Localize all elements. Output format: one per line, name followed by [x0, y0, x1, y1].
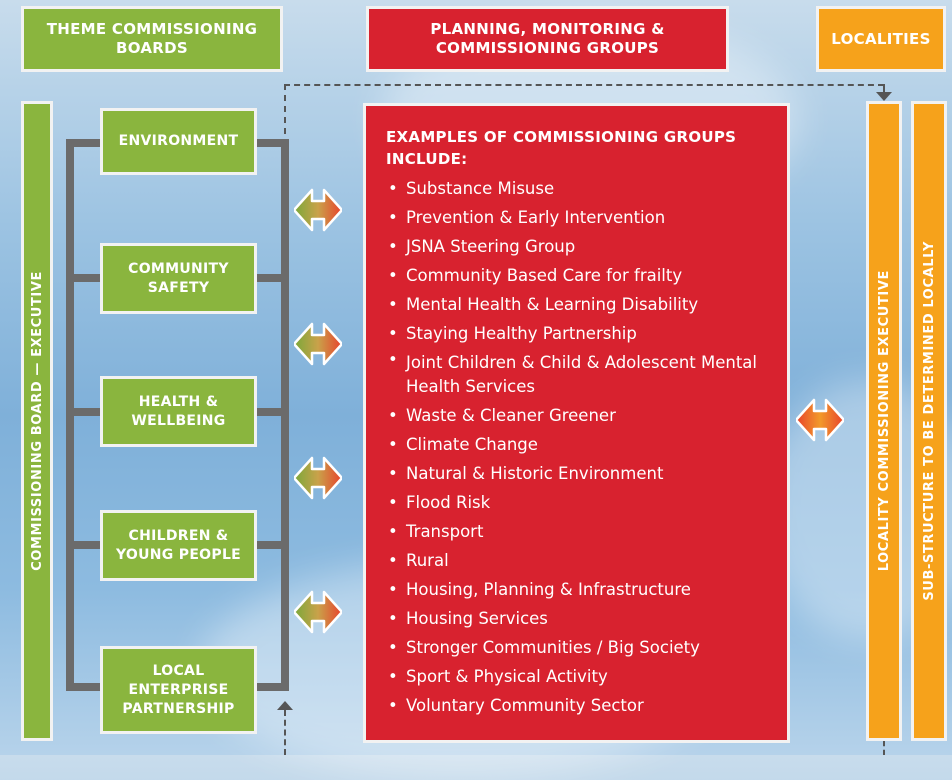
double-arrow-icon [796, 398, 844, 442]
commissioning-group-item: Waste & Cleaner Greener [384, 401, 771, 430]
theme-board-label: ENVIRONMENT [118, 133, 239, 149]
dashed-connector [284, 710, 286, 755]
commissioning-group-item: Rural [384, 546, 771, 575]
commissioning-group-item: Sport & Physical Activity [384, 662, 771, 691]
dashed-arrowhead-icon [876, 92, 892, 101]
theme-boards-header: THEME COMMISSIONING BOARDS [21, 6, 283, 72]
commissioning-group-label: Substance Misuse [406, 179, 555, 198]
commissioning-group-item: Transport [384, 517, 771, 546]
commissioning-group-label: Climate Change [406, 435, 538, 454]
theme-board-health-wellbeing: HEALTH & WELLBEING [100, 376, 257, 447]
double-arrow-icon [294, 590, 342, 634]
theme-board-local-enterprise-partnership: LOCAL ENTERPRISE PARTNERSHIP [100, 646, 257, 734]
locality-commissioning-executive: LOCALITY COMMISSIONING EXECUTIVE [866, 101, 902, 741]
commissioning-groups-box: EXAMPLES OF COMMISSIONING GROUPS INCLUDE… [363, 103, 790, 743]
commissioning-group-label: Natural & Historic Environment [406, 464, 664, 483]
planning-groups-header-label: PLANNING, MONITORING & COMMISSIONING GRO… [430, 20, 665, 57]
theme-board-community-safety: COMMUNITY SAFETY [100, 243, 257, 314]
commissioning-group-item: Staying Healthy Partnership [384, 319, 771, 348]
dashed-arrowhead-icon [277, 701, 293, 710]
double-arrow-icon [294, 456, 342, 500]
bracket-stub [66, 683, 102, 691]
commissioning-group-label: Stronger Communities / Big Society [406, 638, 700, 657]
double-arrow-icon [294, 188, 342, 232]
sub-structure-column: SUB-STRUCTURE TO BE DETERMINED LOCALLY [911, 101, 947, 741]
commissioning-group-label: Sport & Physical Activity [406, 667, 608, 686]
commissioning-group-item: Joint Children & Child & Adolescent Ment… [384, 348, 771, 401]
bracket-stub [255, 541, 289, 549]
commissioning-group-item: Natural & Historic Environment [384, 459, 771, 488]
theme-board-label: COMMUNITY SAFETY [128, 260, 229, 296]
theme-board-environment: ENVIRONMENT [100, 108, 257, 175]
commissioning-group-label: Joint Children & Child & Adolescent Ment… [406, 353, 758, 396]
commissioning-group-label: Waste & Cleaner Greener [406, 406, 616, 425]
right-bracket-vertical [281, 143, 289, 691]
commissioning-group-label: Housing, Planning & Infrastructure [406, 580, 691, 599]
commissioning-group-label: JSNA Steering Group [406, 237, 576, 256]
commissioning-group-item: Flood Risk [384, 488, 771, 517]
sub-structure-label: SUB-STRUCTURE TO BE DETERMINED LOCALLY [921, 241, 937, 601]
bracket-stub [255, 683, 289, 691]
commissioning-group-label: Mental Health & Learning Disability [406, 295, 699, 314]
bracket-stub [255, 274, 289, 282]
bracket-stub [255, 408, 289, 416]
commissioning-group-label: Prevention & Early Intervention [406, 208, 666, 227]
commissioning-group-item: Housing Services [384, 604, 771, 633]
bracket-stub [66, 408, 102, 416]
dashed-connector [883, 741, 885, 755]
bracket-stub [66, 541, 102, 549]
commissioning-group-item: Voluntary Community Sector [384, 691, 771, 720]
localities-header-label: LOCALITIES [831, 29, 931, 48]
commissioning-group-item: Climate Change [384, 430, 771, 459]
commissioning-group-item: Community Based Care for frailty [384, 261, 771, 290]
commissioning-group-item: Housing, Planning & Infrastructure [384, 575, 771, 604]
localities-header: LOCALITIES [816, 6, 946, 72]
theme-board-label: CHILDREN & YOUNG PEOPLE [115, 527, 242, 563]
commissioning-group-label: Flood Risk [406, 493, 491, 512]
theme-boards-header-label: THEME COMMISSIONING BOARDS [46, 20, 258, 57]
dashed-connector [883, 84, 885, 94]
theme-board-label: HEALTH & WELLBEING [131, 393, 226, 429]
bracket-stub [66, 139, 102, 147]
bracket-stub [66, 274, 102, 282]
commissioning-group-item: Mental Health & Learning Disability [384, 290, 771, 319]
bracket-stub [255, 139, 289, 147]
locality-commissioning-executive-label: LOCALITY COMMISSIONING EXECUTIVE [876, 270, 892, 572]
commissioning-board-executive: COMMISSIONING BOARD — EXECUTIVE [21, 101, 53, 741]
commissioning-group-item: Stronger Communities / Big Society [384, 633, 771, 662]
commissioning-group-label: Rural [406, 551, 449, 570]
commissioning-group-label: Housing Services [406, 609, 548, 628]
commissioning-groups-list: Substance MisusePrevention & Early Inter… [384, 174, 771, 720]
commissioning-group-item: JSNA Steering Group [384, 232, 771, 261]
planning-groups-header: PLANNING, MONITORING & COMMISSIONING GRO… [366, 6, 729, 72]
commissioning-groups-heading: EXAMPLES OF COMMISSIONING GROUPS INCLUDE… [386, 128, 737, 168]
theme-board-label: LOCAL ENTERPRISE PARTNERSHIP [122, 662, 235, 717]
commissioning-group-item: Prevention & Early Intervention [384, 203, 771, 232]
commissioning-group-label: Voluntary Community Sector [406, 696, 644, 715]
commissioning-group-label: Community Based Care for frailty [406, 266, 683, 285]
double-arrow-icon [294, 322, 342, 366]
commissioning-group-label: Transport [406, 522, 484, 541]
left-bracket-vertical [66, 143, 74, 691]
dashed-connector [284, 84, 286, 134]
commissioning-group-label: Staying Healthy Partnership [406, 324, 637, 343]
theme-board-children-young-people: CHILDREN & YOUNG PEOPLE [100, 510, 257, 581]
commissioning-board-executive-label: COMMISSIONING BOARD — EXECUTIVE [29, 271, 45, 571]
dashed-connector [284, 84, 884, 86]
commissioning-group-item: Substance Misuse [384, 174, 771, 203]
